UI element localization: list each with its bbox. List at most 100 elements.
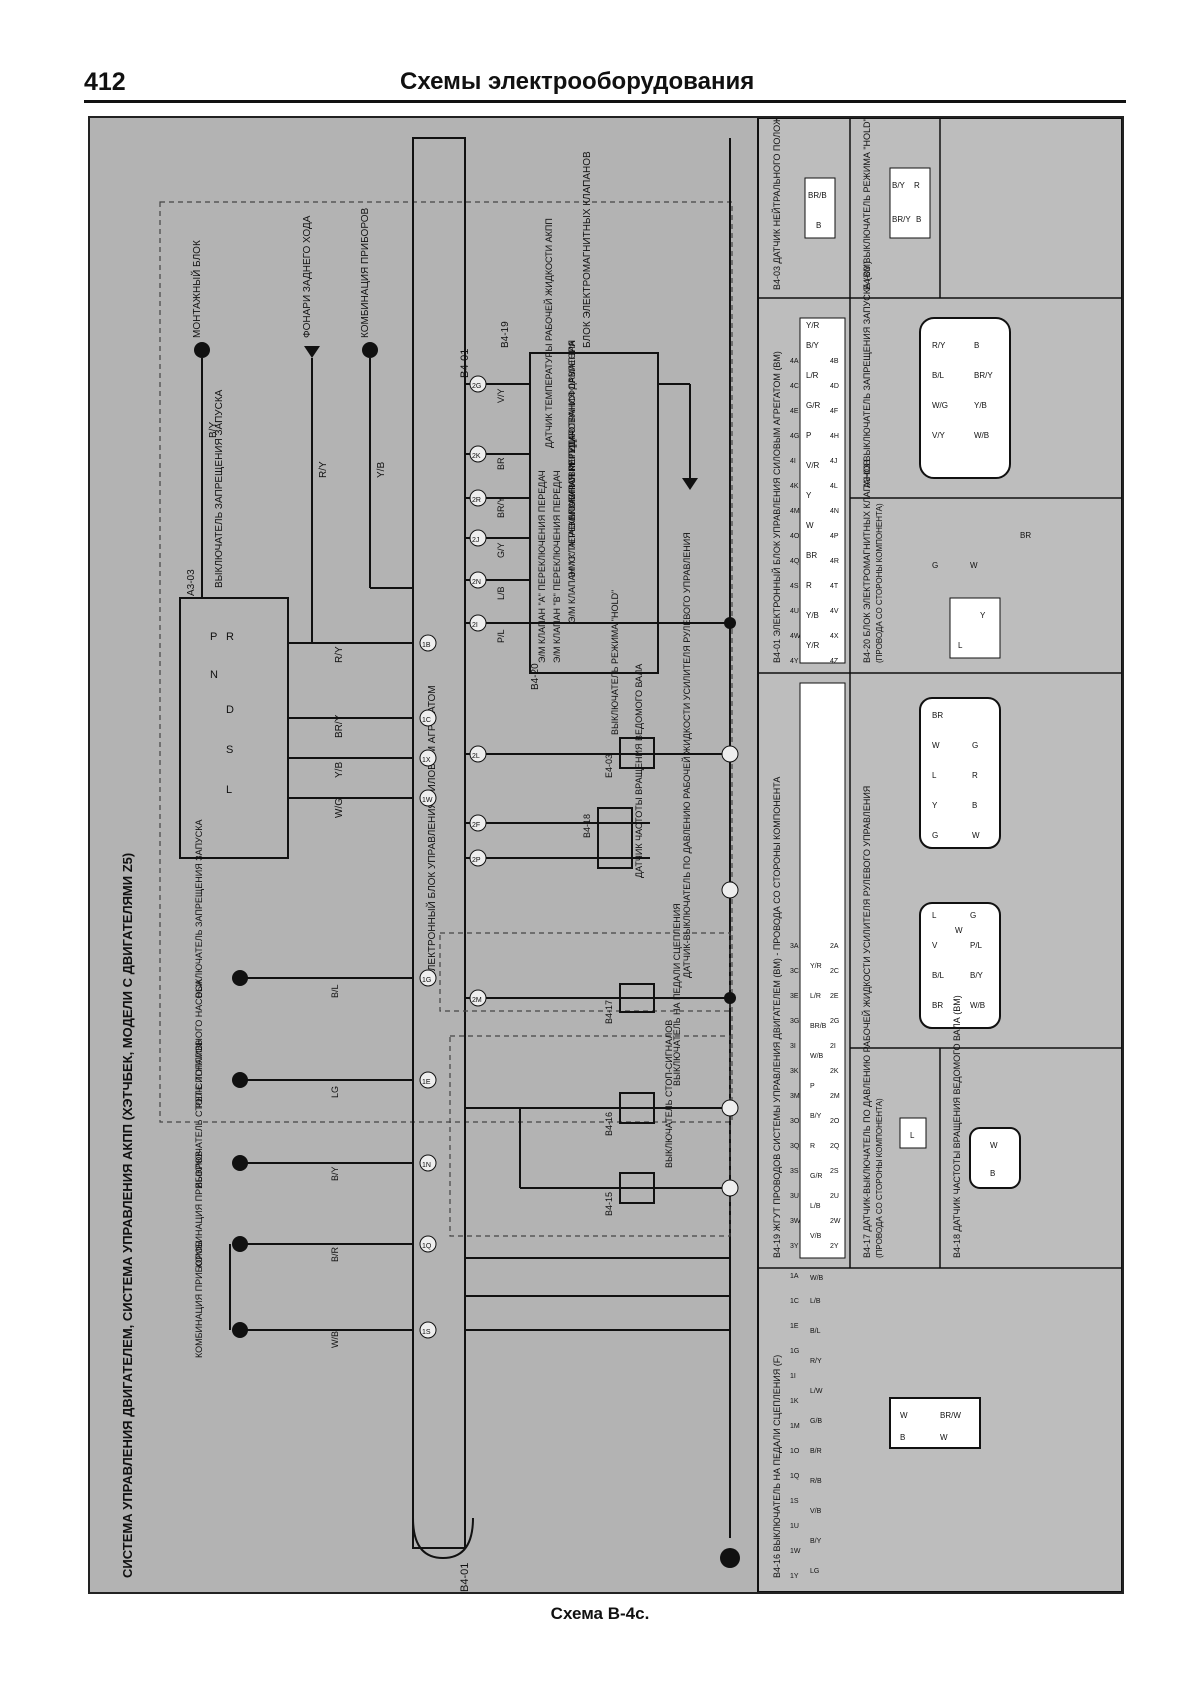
mid-pin-3: 2P <box>472 857 481 864</box>
mid-connector-4: B4-16 <box>604 1112 614 1136</box>
ecu-row4-13: 2A <box>830 943 839 950</box>
engine-a-pin-4: L <box>932 911 937 920</box>
ground-symbol <box>720 1548 740 1568</box>
ecu-pin-wire-9: G/R <box>806 401 820 410</box>
speed-sensor-connector <box>969 1127 1021 1189</box>
switch-pos-n: N <box>210 669 218 681</box>
valve-block-pin-1: L <box>958 641 963 650</box>
dashed-area-mid <box>439 932 731 1012</box>
engine-b-pin-8: R <box>972 771 978 780</box>
valve-block-conn-sub: (ПРОВОДА СО СТОРОНЫ КОМПОНЕНТА) <box>875 503 884 663</box>
inhibitor-switch-box <box>179 597 289 859</box>
engine-b-pin-1: G <box>932 831 938 840</box>
top-component-1: МОНТАЖНЫЙ БЛОК <box>190 240 203 338</box>
ecu-row1-13: 4A <box>790 358 799 365</box>
ecu-row2-10: 4H <box>830 433 839 440</box>
ecu-row3w-8: BR/B <box>810 1023 827 1030</box>
left-pin-3: 1C <box>422 717 431 724</box>
top-component-3: КОМБИНАЦИЯ ПРИБОРОВ <box>360 207 371 338</box>
ecu-row3-6: 3O <box>790 1118 800 1125</box>
left-pin-1: 1W <box>422 797 433 804</box>
ecu-row5w-3: V/B <box>810 1508 822 1515</box>
top-wire-1: B/Y <box>208 422 219 438</box>
valve-pin-6: 2I <box>472 622 478 629</box>
connector-instrument-cluster <box>362 342 378 358</box>
valve-6: Э/М КЛАПАН "A" ПЕРЕКЛЮЧЕНИЯ ПЕРЕДАЧ <box>537 470 547 663</box>
ecu-pin-wire-5: W <box>806 521 814 530</box>
valve-pin-2: 2K <box>472 453 481 460</box>
ecu-pin-number-rows: 4Y 4W 4U 4S 4Q 4O 4M 4K 4I 4G 4E 4C 4A 4… <box>790 358 841 1580</box>
ecu-row4-5: 2Q <box>830 1143 840 1150</box>
inhibitor-wire-labels: W/G Y/B BR/Y R/Y <box>334 646 345 818</box>
ecu-row3-9: 3I <box>790 1043 796 1050</box>
ecu-row1-12: 4C <box>790 383 799 390</box>
page-number: 412 <box>84 68 126 96</box>
ecu-row2-9: 4J <box>830 458 837 465</box>
valve-1: ДАТЧИК ТЕМПЕРАТУРЫ РАБОЧЕЙ ЖИДКОСТИ АКПП <box>543 218 554 448</box>
mid-component-2: ДАТЧИК ЧАСТОТЫ ВРАЩЕНИЯ ВЕДОМОГО ВАЛА <box>634 664 644 878</box>
bottom-pin-5: 1S <box>422 1329 431 1336</box>
valve-block-connector <box>949 597 1001 659</box>
ecu-pin-wire-7: V/R <box>806 461 820 470</box>
ecu-row4-10: 2G <box>830 1018 839 1025</box>
pressure-switch-conn-label: B4-17 ДАТЧИК-ВЫКЛЮЧАТЕЛЬ ПО ДАВЛЕНИЮ РАБ… <box>861 786 872 1258</box>
valve-block-conn-label: B4-20 БЛОК ЭЛЕКТРОМАГНИТНЫХ КЛАПАНОВ <box>862 459 872 663</box>
ecu-row2-4: 4T <box>830 583 839 590</box>
left-wire-4: R/Y <box>334 646 345 663</box>
valve-wire-1: V/Y <box>496 388 506 403</box>
valve-block-pin-4: W <box>970 561 978 570</box>
wiring-diagram-frame: СИСТЕМА УПРАВЛЕНИЯ ДВИГАТЕЛЕМ, СИСТЕМА У… <box>88 69 1124 1594</box>
ecu-row4-3: 2U <box>830 1193 839 1200</box>
inhibitor-pins: 1W 1X 1C 1B <box>419 634 437 807</box>
ecu-row5-11: 1E <box>790 1323 799 1330</box>
mid-component-labels: ВЫКЛЮЧАТЕЛЬ РЕЖИМА "HOLD" ДАТЧИК ЧАСТОТЫ… <box>610 532 692 1168</box>
valve-block-label: БЛОК ЭЛЕКТРОМАГНИТНЫХ КЛАПАНОВ <box>582 151 593 348</box>
ecu-row2-3: 4V <box>830 608 839 615</box>
ecu-bar <box>412 137 466 1549</box>
engine-b-pin-3: L <box>932 771 937 780</box>
ecu-row1-11: 4E <box>790 408 799 415</box>
ecu-row5w-7: L/W <box>810 1388 823 1395</box>
neutral-switch-pin-2: B <box>816 221 821 230</box>
engine-b-pin-4: W <box>932 741 940 750</box>
valve-block-pin-2: Y <box>980 611 986 620</box>
ecu-pin-wire-12: Y/R <box>806 321 820 330</box>
engine-a-pin-1: BR <box>932 1001 943 1010</box>
header-rule <box>84 100 1126 103</box>
ecu-row5-6: 1O <box>790 1448 800 1455</box>
ecu-row3-3: 3U <box>790 1193 799 1200</box>
bottom-pin-4: 1Q <box>422 1243 432 1250</box>
bottom-component-1: ВЫКЛЮЧАТЕЛЬ ЗАПРЕЩЕНИЯ ЗАПУСКА <box>194 819 204 998</box>
ecu-row1-2: 4W <box>790 633 801 640</box>
inhibitor-switch-pin-4: V/Y <box>932 431 946 440</box>
clutch-switch-pin-3: B <box>900 1433 905 1442</box>
connector-reverse-lamp <box>304 346 320 358</box>
ecu-row2-1: 4Z <box>830 658 839 665</box>
ecu-row2-11: 4F <box>830 408 838 415</box>
ecu-row3-13: 3A <box>790 943 799 950</box>
valve-3: Э/М КЛАПАН БЛОКИРОВКИ ГИДРОТРАНСФОРМАТОР… <box>567 341 577 578</box>
top-wire-3: Y/B <box>376 462 387 478</box>
ecu-conn-label: B4-01 ЭЛЕКТРОННЫЙ БЛОК УПРАВЛЕНИЯ СИЛОВЫ… <box>771 351 782 663</box>
ecu-row3w-2: L/B <box>810 1203 821 1210</box>
ecu-pin-wire-2: Y/B <box>806 611 819 620</box>
ecu-row3-7: 3M <box>790 1093 800 1100</box>
inhibitor-switch-pin-1: R/Y <box>932 341 946 350</box>
ecu-pin-wire-4: BR <box>806 551 817 560</box>
engine-conn-label: B4-19 ЖГУТ ПРОВОДОВ СИСТЕМЫ УПРАВЛЕНИЯ Д… <box>772 777 782 1258</box>
ecu-pin-wire-1: Y/R <box>806 641 820 650</box>
bottom-component-3: ВЫКЛЮЧАТЕЛЬ СТОП-СИГНАЛОВ <box>194 1040 204 1188</box>
ecu-row3w-7: W/B <box>810 1053 824 1060</box>
bottom-wire-2: LG <box>330 1086 340 1098</box>
engine-a-pin-6: B/Y <box>970 971 984 980</box>
bottom-wire-1: B/L <box>330 984 340 998</box>
mid-connector-3: B4-17 <box>604 1000 614 1024</box>
ecu-row5-8: 1K <box>790 1398 799 1405</box>
clutch-switch-pin-1: W <box>900 1411 908 1420</box>
engine-b-pin-5: BR <box>932 711 943 720</box>
bottom-wire-4: B/R <box>330 1246 340 1262</box>
hold-switch-pin-1: B/Y <box>892 181 906 190</box>
ecu-row5-2: 1W <box>790 1548 801 1555</box>
dashed-area-lower <box>449 1035 731 1237</box>
mid-switch-symbols <box>597 737 655 1204</box>
